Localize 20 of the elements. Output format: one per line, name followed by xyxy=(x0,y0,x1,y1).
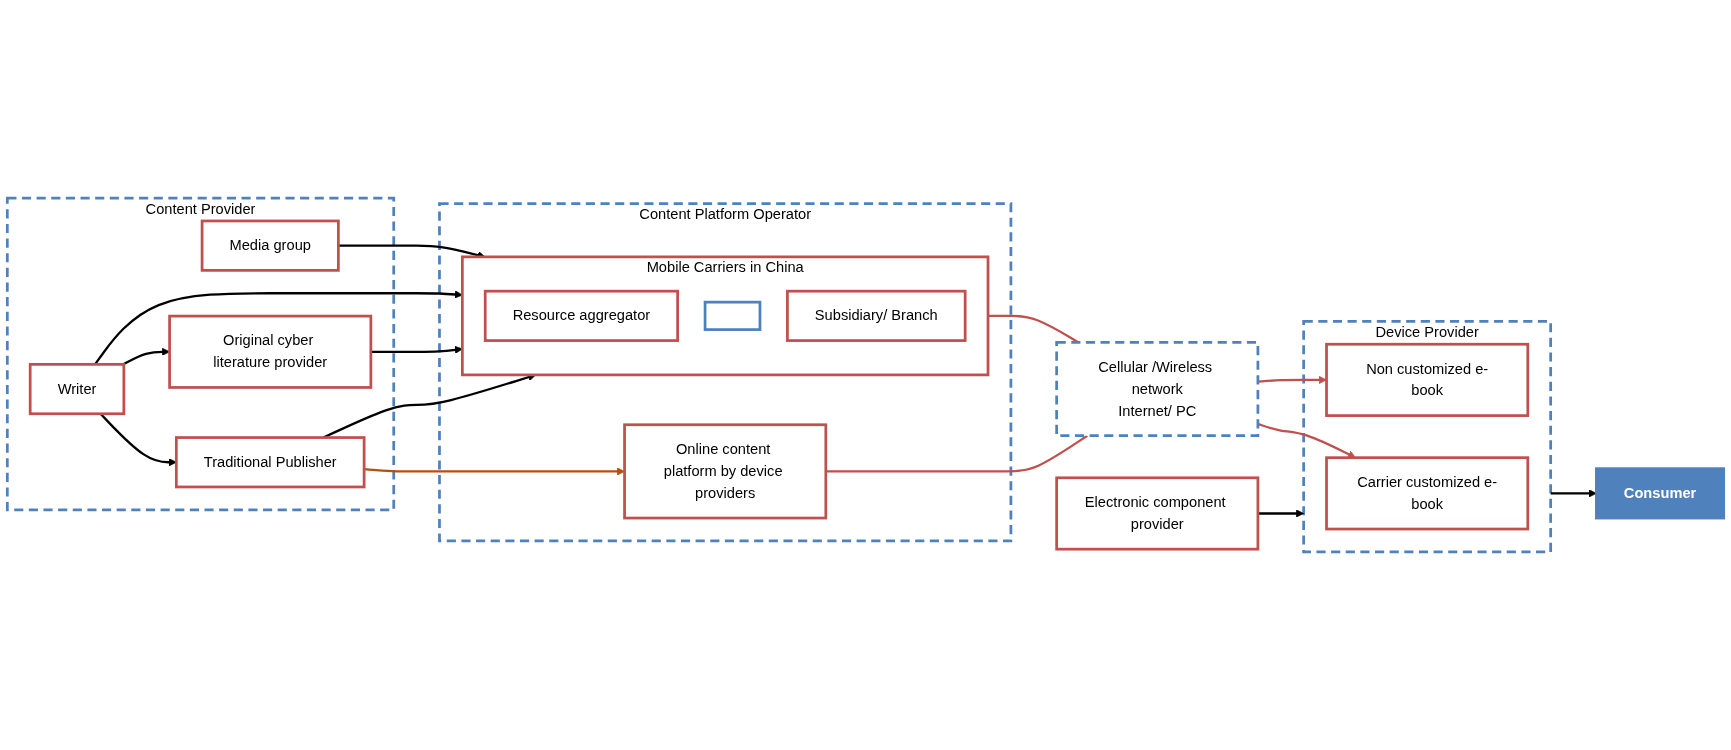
node-box: Consumer xyxy=(1595,467,1726,520)
node-box: Original cyber literature provider xyxy=(168,314,373,389)
arrow xyxy=(1257,509,1304,518)
arrow xyxy=(370,345,463,354)
node-box: Online content platform by device providers xyxy=(623,423,828,520)
node-box: Carrier customized e-book xyxy=(1325,456,1530,531)
node-box: Traditional Publisher xyxy=(174,436,366,489)
node-box: Electronic component provider xyxy=(1055,476,1260,551)
arrow xyxy=(94,290,463,366)
node-box xyxy=(703,300,762,331)
node-box: Cellular /Wireless network Internet/ PC xyxy=(1055,341,1260,438)
arrow xyxy=(122,347,170,366)
arrow xyxy=(364,467,625,476)
node-box: Non customized e-book xyxy=(1325,342,1530,417)
arrow xyxy=(1257,375,1327,384)
node-box: Resource aggregator xyxy=(483,289,679,342)
node-box: Media group xyxy=(200,219,340,272)
node-box: Subsidiary/ Branch xyxy=(786,289,967,342)
arrow xyxy=(1550,489,1597,498)
node-box: Writer xyxy=(28,363,126,416)
